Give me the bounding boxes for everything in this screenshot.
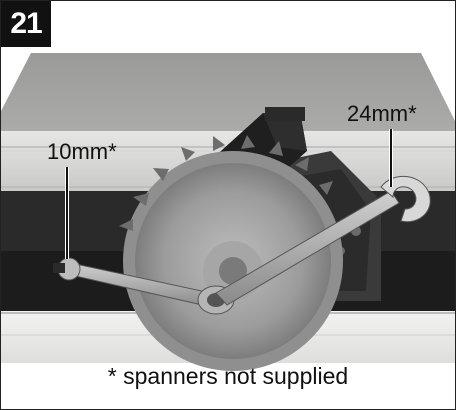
step-number-badge: 21 [1,1,51,47]
spanner-24mm [215,175,431,306]
saw-blade [119,135,343,371]
spanner-label-24mm: 24mm* [347,101,417,126]
footnote: * spanners not supplied [107,363,349,389]
spanner-label-10mm: 10mm* [47,139,117,164]
